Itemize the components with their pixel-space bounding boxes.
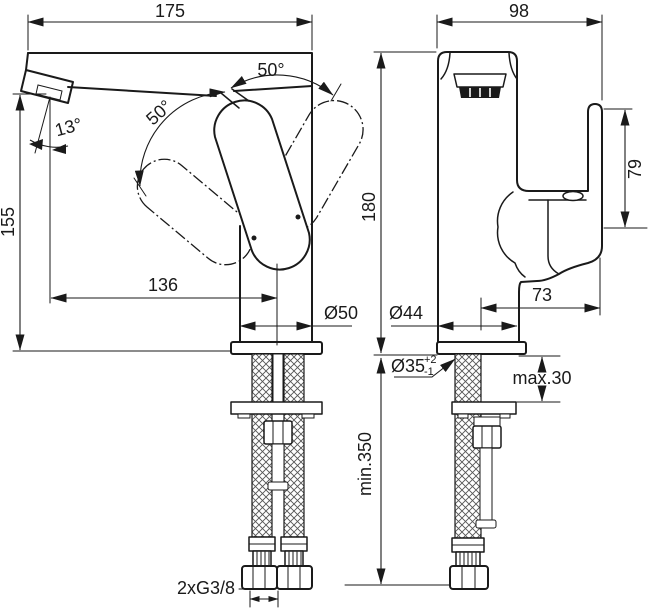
dim-max-deck-thickness: max.30	[512, 355, 572, 403]
dim-label-base-diameter: Ø50	[324, 303, 358, 323]
mounting-washer-side	[230, 401, 323, 415]
handle-side	[213, 88, 311, 271]
dim-outlet-angle: 13°	[29, 96, 84, 304]
dim-label-mount-hole-tol-minus: -1	[424, 366, 434, 378]
base-plate-front	[436, 341, 527, 355]
side-view: 13° 50° 50° 175 155 136	[0, 1, 364, 608]
dim-mount-hole: Ø35 +2 -1	[391, 354, 456, 378]
dim-label-mount-hole-tol-plus: +2	[424, 354, 437, 366]
dim-label-total-length: 175	[155, 1, 185, 21]
hose-nut	[276, 565, 313, 590]
mounting-nut-side	[263, 420, 293, 445]
dim-outlet-height: 155	[0, 93, 231, 352]
dim-label-mount-hole: Ø35	[391, 356, 425, 376]
dim-label-height-above-deck: 180	[359, 192, 379, 222]
dim-label-min-hose-clearance: min.350	[355, 432, 375, 496]
front-view-faucet-outline	[436, 51, 603, 355]
dim-label-supply-thread: 2xG3/8	[177, 578, 235, 598]
dim-handle-height: 79	[603, 108, 648, 229]
dim-body-diameter: Ø44	[389, 303, 518, 331]
dim-handle-reach: 73	[480, 257, 601, 331]
supply-hoses-side	[230, 353, 323, 590]
mounting-nut-front	[472, 425, 502, 449]
dim-label-max-deck-thickness: max.30	[512, 368, 571, 388]
handle-dot	[251, 235, 257, 241]
spout-aerator	[20, 69, 74, 104]
hose-nut	[241, 565, 278, 590]
handle-dot	[295, 214, 301, 220]
dim-total-length: 175	[27, 1, 313, 51]
dim-height-above-deck: 180	[359, 51, 438, 356]
handle-button	[562, 190, 584, 202]
dim-label-handle-height: 79	[625, 159, 645, 179]
cartridge-dome	[496, 191, 526, 278]
dim-outlet-to-axis: 136	[50, 263, 278, 346]
dim-label-outlet-to-axis: 136	[148, 275, 178, 295]
mounting-washer-front	[451, 401, 517, 415]
dim-base-diameter: Ø50	[239, 303, 358, 331]
dim-min-hose-clearance: min.350	[344, 357, 450, 586]
dim-label-handle-reach: 73	[532, 285, 552, 305]
front-view: 98 180 min.350 79 73	[344, 1, 648, 590]
supply-hose-front	[449, 353, 517, 590]
dim-label-swing-back: 50°	[257, 60, 284, 80]
aerator-ring	[453, 73, 507, 88]
dim-label-outlet-angle: 13°	[53, 114, 84, 140]
hose-nut	[449, 565, 489, 590]
dim-label-total-width: 98	[509, 1, 529, 21]
dim-total-width: 98	[436, 1, 603, 101]
dim-supply-thread: 2xG3/8	[177, 578, 279, 608]
dim-label-body-diameter: Ø44	[389, 303, 423, 323]
dim-label-swing-front: 50°	[142, 96, 176, 129]
dim-label-outlet-height: 155	[0, 207, 18, 237]
